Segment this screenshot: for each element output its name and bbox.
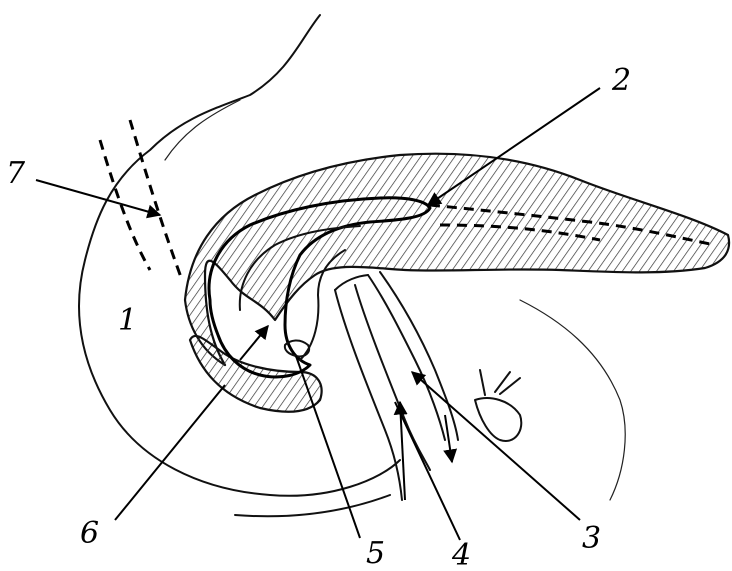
duct-tubes: [335, 272, 458, 500]
label-2: 2: [611, 63, 631, 98]
label-5: 5: [366, 536, 385, 571]
direction-arrows: [240, 326, 452, 500]
label-4: 4: [451, 538, 471, 571]
label-6: 6: [80, 516, 99, 551]
hatched-wall: [185, 154, 729, 412]
label-1: 1: [118, 303, 137, 338]
label-3: 3: [582, 521, 601, 556]
label-7: 7: [6, 156, 26, 191]
small-structure: [475, 300, 625, 500]
